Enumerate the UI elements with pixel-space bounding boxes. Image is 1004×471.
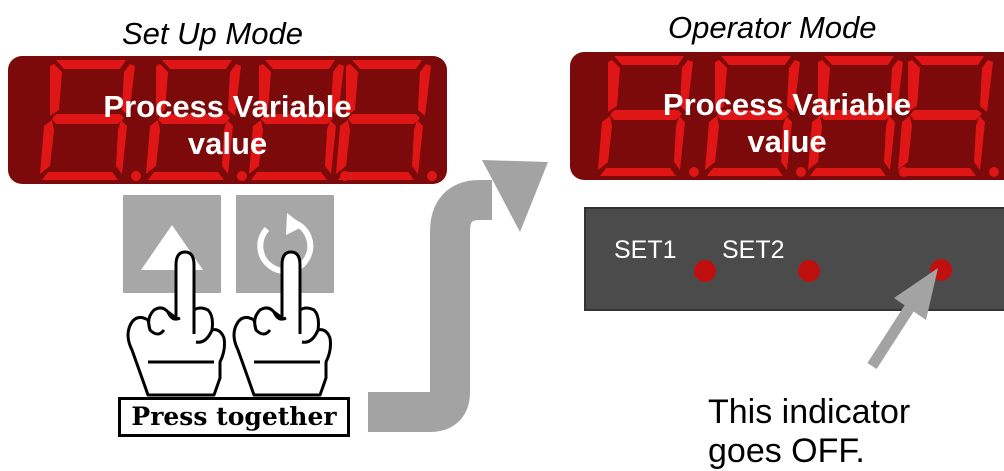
right-hand-icon	[232, 250, 332, 397]
set2-indicator-led	[798, 260, 820, 282]
display-line-2: value	[187, 126, 268, 161]
indicator-panel: SET1 SET2	[584, 207, 1004, 311]
note-line-1: This indicator	[708, 393, 911, 431]
operator-mode-title: Operator Mode	[668, 10, 877, 45]
set1-label: SET1	[614, 236, 677, 264]
display-line-2: value	[747, 124, 827, 159]
set1-indicator-led	[694, 260, 716, 282]
setup-display: Process Variable value	[8, 56, 447, 184]
note-line-2: goes OFF.	[708, 432, 865, 470]
press-together-label: Press together	[118, 397, 350, 437]
set2-label: SET2	[722, 236, 785, 264]
operator-display: Process Variable value	[570, 52, 1004, 180]
left-hand-icon	[126, 250, 226, 397]
operator-display-text: Process Variable value	[570, 86, 1004, 160]
up-key-button[interactable]	[123, 195, 221, 293]
display-line-1: Process Variable	[662, 87, 912, 122]
display-line-1: Process Variable	[103, 89, 352, 124]
setup-mode-title: Set Up Mode	[122, 16, 303, 51]
indicator-note: This indicator goes OFF.	[708, 393, 910, 471]
setup-display-text: Process Variable value	[8, 88, 447, 162]
